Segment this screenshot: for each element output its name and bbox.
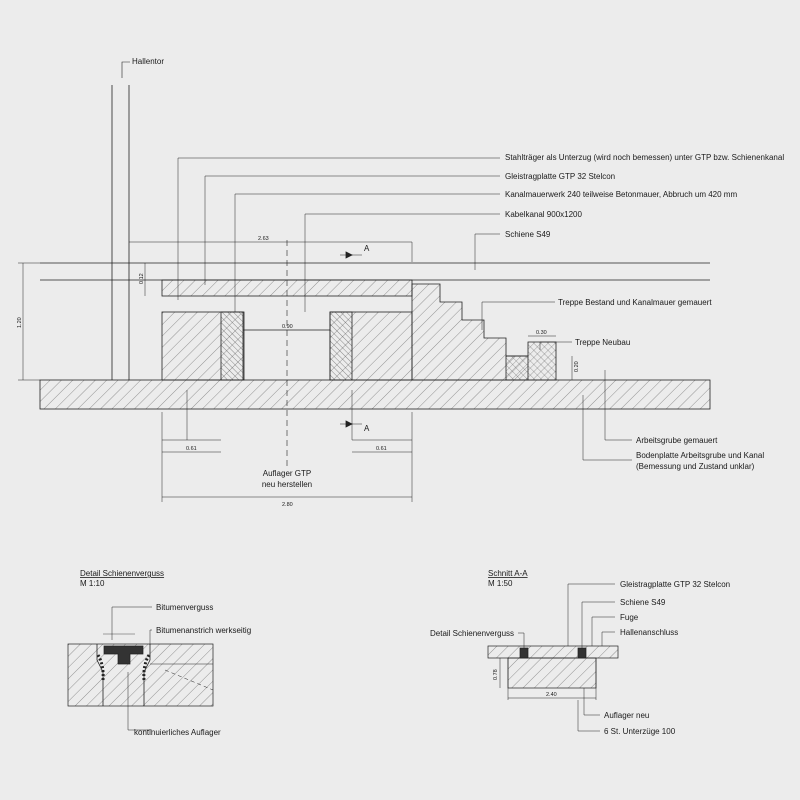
schnitt-label-gleistragplatte: Gleistragplatte GTP 32 Stelcon [620,580,730,589]
section-mark-a-top: A [364,244,370,253]
label-treppe-bestand: Treppe Bestand und Kanalmauer gemauert [558,298,712,307]
dim-120: 1.20 [17,317,23,328]
schnitt-label-hallenanschluss: Hallenanschluss [620,628,678,637]
schnitt-label-schiene: Schiene S49 [620,598,666,607]
schnitt-label-fuge: Fuge [620,613,639,622]
schnitt-dim-078: 0.78 [493,669,499,680]
detail-label-bitumenverguss: Bitumenverguss [156,603,213,612]
dim-061-right: 0.61 [376,446,387,452]
detail-label-bitumenanstrich: Bitumenanstrich werkseitig [156,626,251,635]
dim-030: 0.30 [536,330,547,336]
detail-schienenverguss: Detail Schienenverguss M 1:10 Bitumenver… [67,569,251,737]
label-kanalmauerwerk: Kanalmauerwerk 240 teilweise Betonmauer,… [505,190,737,199]
schnitt-dim-240: 2.40 [546,692,557,698]
dim-061-left: 0.61 [186,446,197,452]
section-mark-a-bottom: A [364,424,370,433]
hallentor-posts [111,61,130,380]
label-hallentor: Hallentor [132,57,164,66]
schnitt-label-detail-ref: Detail Schienenverguss [430,629,514,638]
dim-280: 2.80 [282,502,293,508]
label-bodenplatte-1: Bodenplatte Arbeitsgrube und Kanal [636,451,764,460]
label-treppe-neubau: Treppe Neubau [575,338,630,347]
detail-scale: M 1:10 [80,579,105,588]
label-gleistragplatte: Gleistragplatte GTP 32 Stelcon [505,172,615,181]
schnitt-label-unterzuege: 6 St. Unterzüge 100 [604,727,676,736]
schnitt-label-auflager: Auflager neu [604,711,649,720]
label-schiene: Schiene S49 [505,230,551,239]
main-section [18,61,711,502]
label-auflager-2: neu herstellen [262,480,312,489]
schnitt-title: Schnitt A-A [488,569,528,578]
treppe-neubau [505,341,557,381]
dim-020: 0.20 [574,361,580,372]
dim-012: 0.12 [139,273,145,284]
rail-profile [103,645,144,665]
dim-090: 0.90 [282,324,293,330]
kanal-inner-right [329,311,353,381]
label-arbeitsgrube: Arbeitsgrube gemauert [636,436,718,445]
leader-lines [177,157,632,461]
dim-263: 2.63 [258,236,269,242]
label-bodenplatte-2: (Bemessung und Zustand unklar) [636,462,755,471]
schnitt-a-a: Schnitt A-A M 1:50 Gleistragplatte GTP 3… [430,569,730,736]
label-auflager-1: Auflager GTP [263,469,311,478]
schnitt-scale: M 1:50 [488,579,513,588]
bodenplatte [39,379,711,410]
label-stahltraeger: Stahlträger als Unterzug (wird noch beme… [505,153,784,162]
label-kabelkanal: Kabelkanal 900x1200 [505,210,583,219]
detail-title: Detail Schienenverguss [80,569,164,578]
main-labels: Hallentor Stahlträger als Unterzug (wird… [17,57,784,508]
detail-label-auflager: kontinuierliches Auflager [134,728,221,737]
kanal-inner-left [220,311,244,381]
